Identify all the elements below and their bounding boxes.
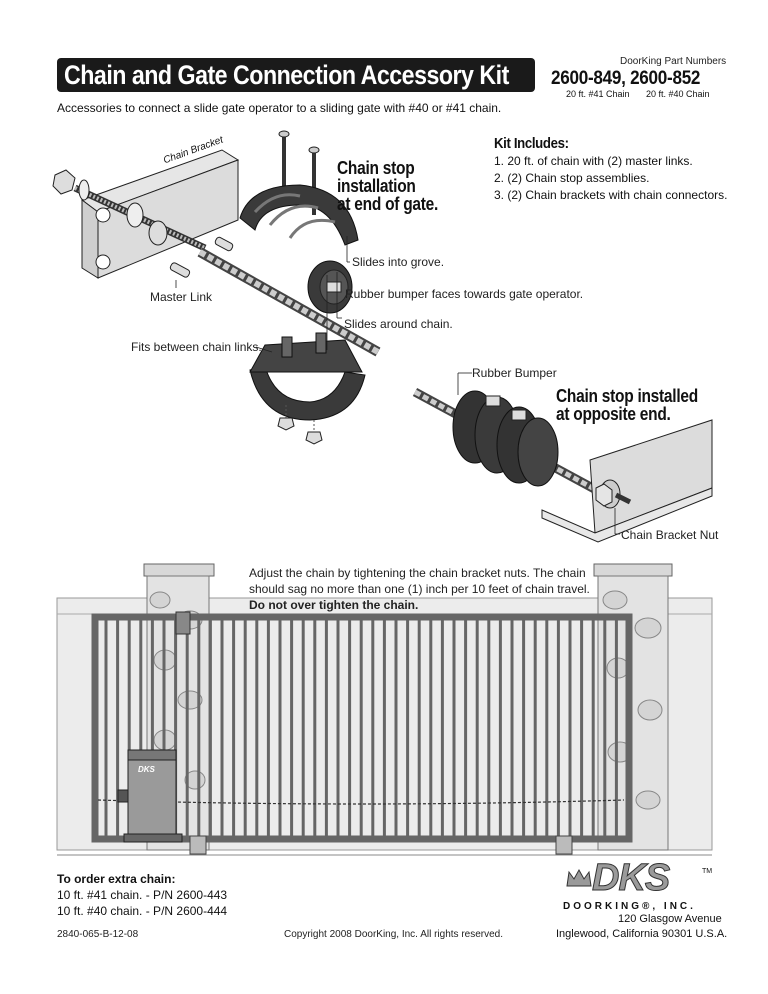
installed-chain-stop bbox=[452, 390, 559, 487]
master-link bbox=[169, 236, 234, 278]
bracket-bolt bbox=[52, 169, 207, 252]
doc-code: 2840-065-B-12-08 bbox=[57, 929, 139, 940]
callout-lines-2 bbox=[457, 372, 620, 535]
title-bar bbox=[57, 58, 535, 92]
part-sub-852: 20 ft. #40 Chain bbox=[646, 89, 710, 99]
callout-slides-around: Slides around chain. bbox=[344, 317, 453, 331]
callout-rubber-bumper-faces: Rubber bumper faces towards gate operato… bbox=[345, 287, 584, 301]
intro-text: Accessories to connect a slide gate oper… bbox=[57, 101, 502, 115]
chain-stop-upper-half bbox=[239, 130, 359, 246]
order-line: 10 ft. #41 chain. - P/N 2600-443 bbox=[57, 888, 228, 902]
part-numbers: 2600-849, 2600-852 bbox=[551, 68, 701, 89]
order-heading: To order extra chain: bbox=[57, 872, 176, 886]
kit-item: 3. (2) Chain brackets with chain connect… bbox=[494, 188, 728, 202]
diagram2-heading-line2: at opposite end. bbox=[556, 404, 671, 424]
gate-operator bbox=[117, 749, 183, 843]
operator-logo: DKS bbox=[138, 765, 155, 774]
adjust-warning: Do not over tighten the chain. bbox=[249, 598, 419, 612]
diagram1-heading-line2: installation bbox=[337, 176, 416, 196]
adjust-line1: Adjust the chain by tightening the chain… bbox=[249, 566, 586, 580]
kit-item: 2. (2) Chain stop assemblies. bbox=[494, 171, 650, 185]
diagram1-heading-line1: Chain stop bbox=[337, 158, 415, 178]
callout-fits-between: Fits between chain links. bbox=[131, 340, 262, 354]
adjust-line2: should sag no more than one (1) inch per… bbox=[249, 582, 590, 596]
crown-icon bbox=[566, 868, 592, 887]
order-block: To order extra chain: 10 ft. #41 chain. … bbox=[57, 871, 227, 919]
copyright: Copyright 2008 DoorKing, Inc. All rights… bbox=[284, 929, 503, 940]
order-line: 10 ft. #40 chain. - P/N 2600-444 bbox=[57, 904, 228, 918]
part-sub-849: 20 ft. #41 Chain bbox=[566, 89, 630, 99]
chain-stop-lower-half bbox=[249, 332, 366, 445]
roller-chain bbox=[197, 247, 381, 357]
dks-logo: DKS bbox=[591, 857, 670, 899]
kit-item: 1. 20 ft. of chain with (2) master links… bbox=[494, 154, 693, 168]
callout-rubber-bumper: Rubber Bumper bbox=[472, 366, 557, 380]
callout-chain-bracket-nut: Chain Bracket Nut bbox=[621, 528, 719, 542]
address-line1: 120 Glasgow Avenue bbox=[618, 913, 722, 925]
callout-slides-groove: Slides into grove. bbox=[352, 255, 445, 269]
chain-bracket-illustration bbox=[80, 149, 240, 279]
stone-pillar-right bbox=[593, 563, 673, 851]
kit-heading: Kit Includes: bbox=[494, 135, 569, 152]
installed-bracket bbox=[541, 419, 713, 543]
part-numbers-caption: DoorKing Part Numbers bbox=[620, 56, 727, 67]
callout-lines bbox=[175, 236, 350, 353]
callout-master-link: Master Link bbox=[150, 290, 213, 304]
address-line2: Inglewood, California 90301 U.S.A. bbox=[556, 928, 728, 940]
diagram1-heading-line3: at end of gate. bbox=[337, 194, 439, 214]
diagram2-heading-line1: Chain stop installed bbox=[556, 386, 698, 406]
trademark: TM bbox=[702, 868, 713, 875]
page-title: Chain and Gate Connection Accessory Kit bbox=[64, 60, 509, 90]
company-name: DOORKING®, INC. bbox=[563, 901, 696, 912]
